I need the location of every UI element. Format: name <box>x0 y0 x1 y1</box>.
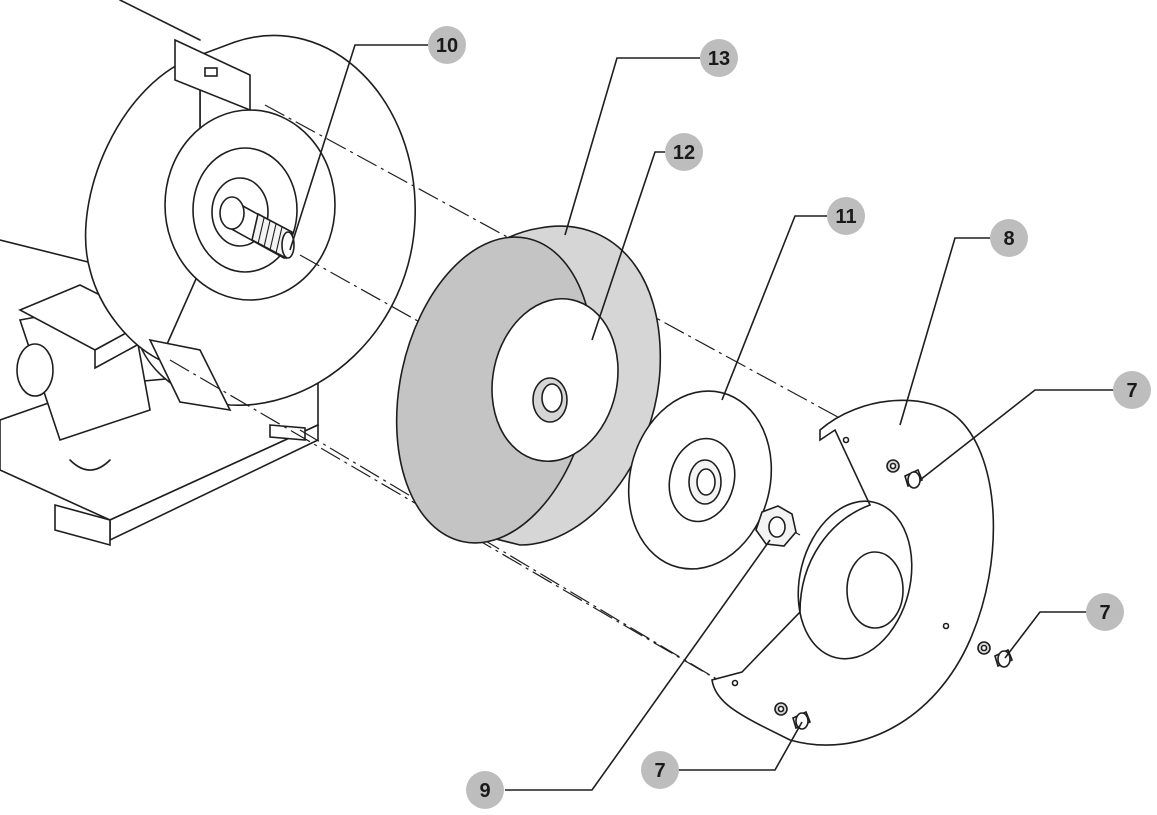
leader-lines <box>289 44 1115 791</box>
callout-9: 9 <box>466 771 504 809</box>
callout-11: 11 <box>827 197 865 235</box>
callout-10: 10 <box>428 26 466 64</box>
flange-washer <box>627 390 773 570</box>
callout-label: 10 <box>436 35 458 57</box>
callout-label: 7 <box>1126 380 1137 402</box>
callout-12: 12 <box>665 133 703 171</box>
callout-7-bottom: 7 <box>641 751 679 789</box>
callout-7-right: 7 <box>1086 593 1124 631</box>
hex-nut <box>755 505 797 547</box>
callout-label: 7 <box>1099 602 1110 624</box>
callout-13: 13 <box>700 39 738 77</box>
callout-7-top: 7 <box>1113 371 1151 409</box>
callout-label: 8 <box>1003 228 1014 250</box>
callout-8: 8 <box>990 219 1028 257</box>
callout-label: 9 <box>479 780 490 802</box>
wheel-guard-housing <box>84 34 416 412</box>
wheel-guard-cover <box>711 399 995 746</box>
grinding-wheel <box>395 225 662 546</box>
callout-label: 12 <box>673 142 695 164</box>
callout-label: 7 <box>654 760 665 782</box>
cover-screws <box>774 459 1014 730</box>
callout-label: 13 <box>708 48 730 70</box>
callout-label: 11 <box>835 206 856 228</box>
